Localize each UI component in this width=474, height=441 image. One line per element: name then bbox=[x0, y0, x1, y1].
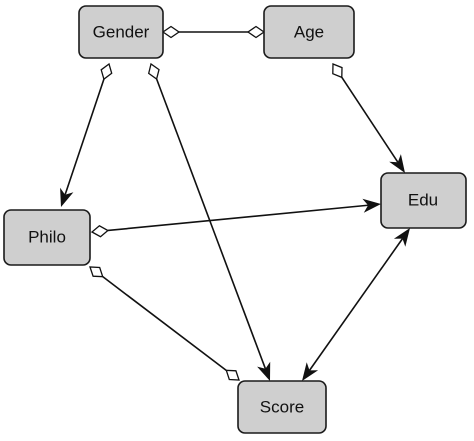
node-age[interactable]: Age bbox=[263, 5, 355, 59]
node-score-label: Score bbox=[260, 398, 304, 417]
node-philo[interactable]: Philo bbox=[3, 209, 91, 266]
node-philo-label: Philo bbox=[28, 228, 66, 247]
edge-tail-arrow-edu-score bbox=[393, 228, 410, 247]
node-edu-label: Edu bbox=[408, 191, 438, 210]
nodes-layer: Gender Age Edu Philo Score bbox=[3, 5, 467, 434]
edge-line-gender-score bbox=[155, 78, 267, 370]
edge-philo-score bbox=[89, 266, 240, 381]
edge-gender-philo bbox=[60, 62, 113, 207]
edge-head-arrow-philo-edu bbox=[362, 198, 381, 213]
edge-line-age-edu bbox=[341, 76, 399, 163]
edge-head-arrow-age-edu bbox=[389, 154, 405, 173]
edge-philo-edu bbox=[90, 198, 381, 238]
edge-head-diamond-gender-age bbox=[246, 25, 266, 39]
edge-tail-diamond-philo-edu bbox=[90, 225, 110, 238]
edge-head-arrow-gender-score bbox=[257, 361, 271, 381]
edges-layer bbox=[60, 25, 410, 381]
node-edu[interactable]: Edu bbox=[380, 172, 467, 229]
edge-gender-score bbox=[147, 62, 271, 381]
edge-age-edu bbox=[332, 63, 405, 173]
edge-edu-score bbox=[302, 228, 410, 381]
edge-head-arrow-edu-score bbox=[302, 362, 319, 381]
edge-gender-age bbox=[161, 25, 266, 39]
edge-line-gender-philo bbox=[64, 78, 105, 195]
node-gender[interactable]: Gender bbox=[78, 5, 164, 59]
edge-line-philo-score bbox=[102, 276, 227, 371]
edge-tail-diamond-gender-philo bbox=[100, 62, 113, 81]
edge-line-edu-score bbox=[308, 238, 404, 371]
node-score[interactable]: Score bbox=[237, 380, 327, 434]
edge-head-arrow-gender-philo bbox=[60, 187, 74, 207]
node-gender-label: Gender bbox=[93, 23, 150, 42]
edge-tail-diamond-gender-score bbox=[147, 62, 160, 81]
edge-tail-diamond-gender-age bbox=[161, 25, 181, 39]
node-age-label: Age bbox=[294, 23, 324, 42]
edge-tail-diamond-philo-score bbox=[89, 266, 104, 278]
edge-line-philo-edu bbox=[107, 204, 369, 232]
edge-head-diamond-philo-score bbox=[225, 369, 240, 381]
edge-tail-diamond-age-edu bbox=[332, 63, 343, 79]
